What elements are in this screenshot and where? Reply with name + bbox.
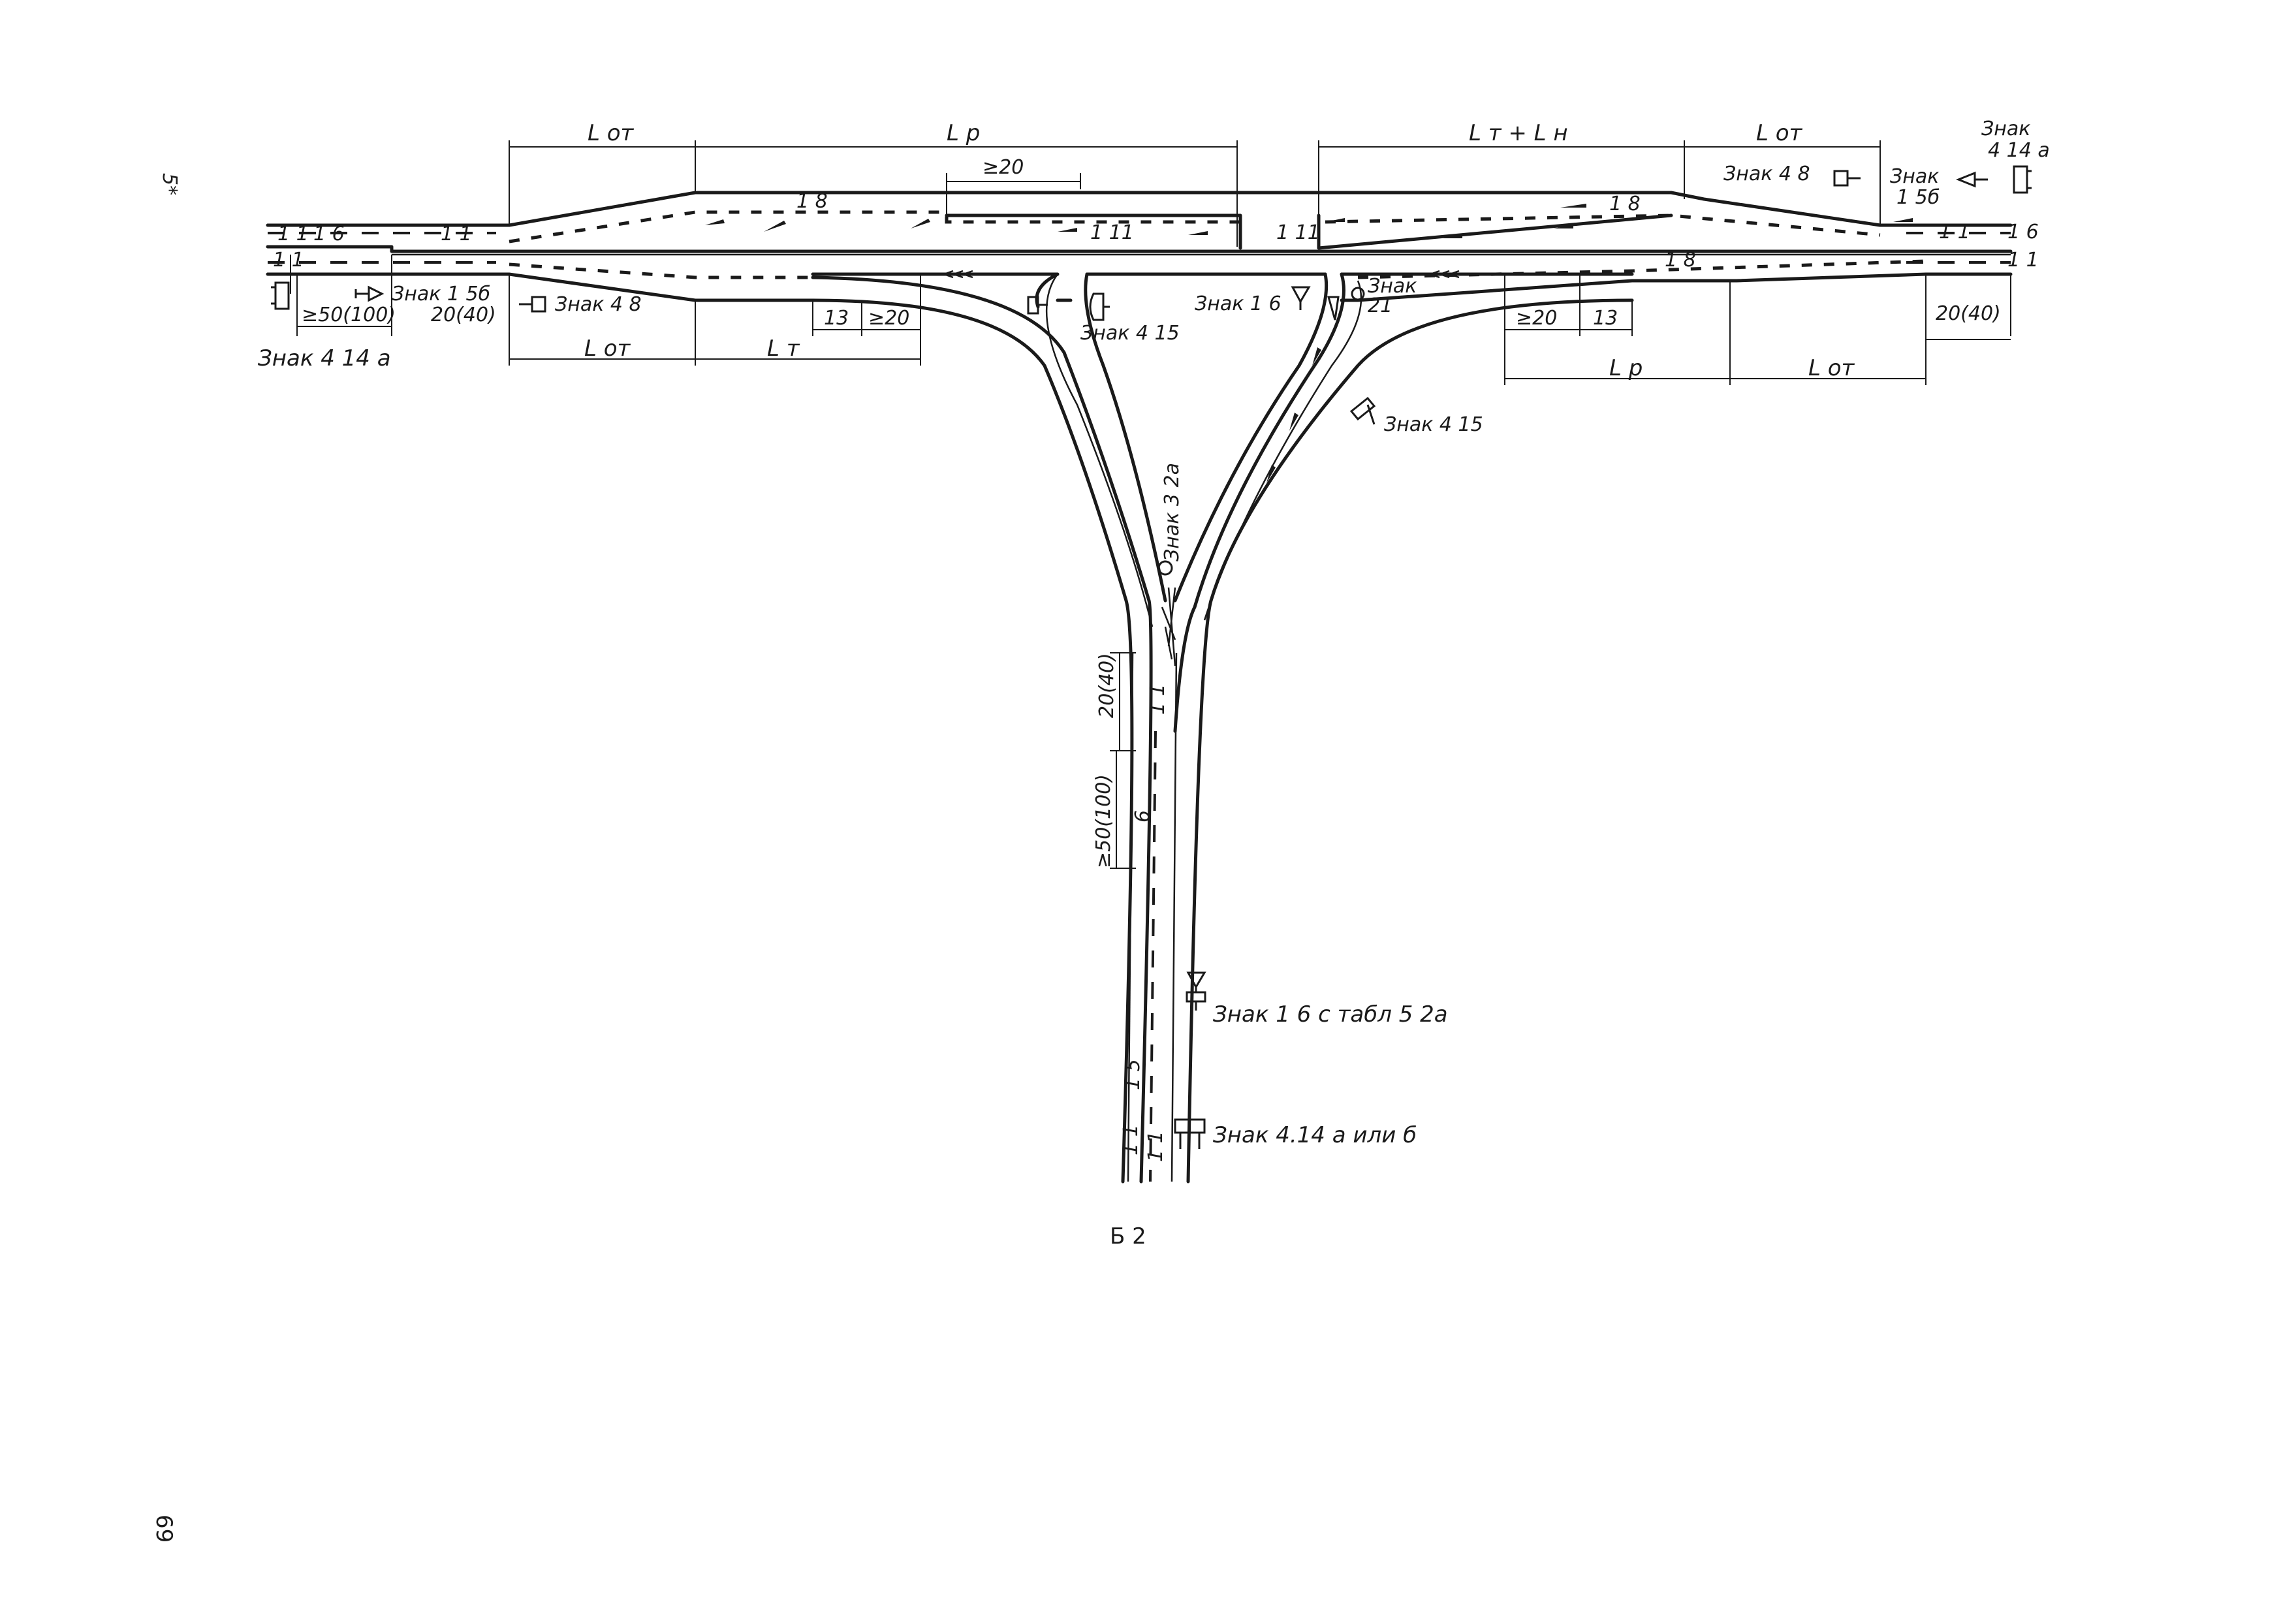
left-ramp-inner xyxy=(811,275,1153,1184)
mark-11-far-right: 1 1 xyxy=(2007,249,2039,272)
mark-18-mid: 1 8 xyxy=(1665,249,1696,272)
mark-11-stem: 1 1 xyxy=(1146,683,1169,715)
mark-11-a: 1 1 xyxy=(277,223,309,245)
island-right xyxy=(1173,272,1329,603)
left-ramp-centre xyxy=(1045,274,1154,627)
left-chevrons xyxy=(941,270,973,279)
ramp-arrows xyxy=(1266,347,1321,483)
stem-edge-right xyxy=(1171,652,1178,1182)
upper-lane-dash xyxy=(509,210,1881,243)
dim-ge50-left: ≥50(100) xyxy=(302,304,396,326)
right-ramp-inner xyxy=(1173,272,1345,733)
sign-415-right: Знак 4 15 xyxy=(1384,413,1483,436)
dim-ge20-right: ≥20 xyxy=(1516,307,1557,330)
sign-15b-right-b: 1 5б xyxy=(1896,186,1940,209)
sign-symbols xyxy=(271,165,2032,1149)
dim-l-ot-bottom-right: L от xyxy=(1808,355,1855,381)
sign-16-tabl: Знак 1 6 с табл 5 2а xyxy=(1213,1001,1448,1028)
island-left xyxy=(1084,272,1167,603)
right-ramp-centre xyxy=(1203,280,1362,621)
sign-414a-right-a: Знак xyxy=(1981,118,2030,140)
sign-414ab: Знак 4.14 а или б xyxy=(1213,1122,1417,1148)
sign-414a-right-b: 4 14 а xyxy=(1988,139,2050,162)
right-chevrons xyxy=(1428,270,1460,279)
dim-l-ot-top-left: L от xyxy=(588,120,635,146)
mark-11-stem-l: 1 1 xyxy=(1120,1124,1142,1155)
dim-13-left: 13 xyxy=(824,307,849,330)
dim-13-right: 13 xyxy=(1593,307,1618,330)
dim-20-40-right: 20(40) xyxy=(1936,302,2001,325)
dim-ge50-stem: ≥50(100) xyxy=(1092,774,1115,868)
mark-16-a: 1 6 xyxy=(313,223,345,245)
figure-caption: Б 2 xyxy=(1110,1223,1146,1249)
dim-l-t-bottom: L т xyxy=(767,336,800,362)
sign-15b-right-a: Знак xyxy=(1890,165,1939,188)
mark-18-top-right: 1 8 xyxy=(1609,193,1641,215)
mark-11-left: 1 1 xyxy=(273,249,304,272)
mark-6-stem: 6 xyxy=(1131,810,1154,823)
mark-15-stem: 1 5 xyxy=(1122,1059,1144,1090)
dimension-lines xyxy=(290,140,2011,869)
left-ramp-outer xyxy=(811,298,1134,1184)
dim-l-ot-bottom-left: L от xyxy=(584,336,631,362)
sign-16-mid: Знак 1 6 xyxy=(1195,292,1282,315)
merge-line xyxy=(945,213,1242,250)
mark-16-right: 1 6 xyxy=(2007,221,2039,243)
sign-48-left: Знак 4 8 xyxy=(555,293,642,316)
y-gore-hatch xyxy=(1161,587,1176,667)
dim-l-p-bottom-right: L р xyxy=(1609,355,1643,381)
edge-dash-left xyxy=(268,232,496,264)
mark-111-a: 1 11 xyxy=(1090,221,1134,244)
dim-ge20-left: ≥20 xyxy=(868,307,909,330)
dim-20-40-left: 20(40) xyxy=(431,304,496,326)
sign-32a: Знак 3 2а xyxy=(1161,463,1184,561)
road-center-line xyxy=(266,245,2013,253)
mark-111-b: 1 11 xyxy=(1276,221,1320,244)
page-number: 69 xyxy=(151,1515,177,1543)
mark-11-b: 1 1 xyxy=(441,223,472,245)
dim-l-ot-top-right: L от xyxy=(1756,120,1803,146)
sign-15b-left: Знак 1 5б xyxy=(392,283,490,306)
sign-415-left: Знак 4 15 xyxy=(1080,322,1180,345)
stem-centre-dash xyxy=(1149,730,1157,1182)
mark-11-right: 1 1 xyxy=(1939,221,1970,243)
road-bottom-edge xyxy=(266,272,2013,302)
dim-l-p-top: L р xyxy=(947,120,980,146)
mark-11-stem-r: 1 1 xyxy=(1144,1131,1167,1162)
dim-20-40-stem: 20(40) xyxy=(1095,653,1118,718)
mark-18-top: 1 8 xyxy=(796,190,828,213)
sign-48-right: Знак 4 8 xyxy=(1723,163,1810,185)
sign-21: Знак xyxy=(1368,275,1417,298)
road-top-edge xyxy=(266,191,2013,227)
mark-21: 21 xyxy=(1368,294,1392,317)
dim-ge20-top: ≥20 xyxy=(983,156,1024,179)
stem-edge-left xyxy=(1127,652,1134,1182)
corner-mark: 5* xyxy=(158,173,181,195)
lane-arrows-upper xyxy=(705,204,1913,238)
sign-414a-left: Знак 4 14 а xyxy=(258,345,391,371)
dim-lt-plus-lh: L т + L н xyxy=(1469,120,1568,146)
